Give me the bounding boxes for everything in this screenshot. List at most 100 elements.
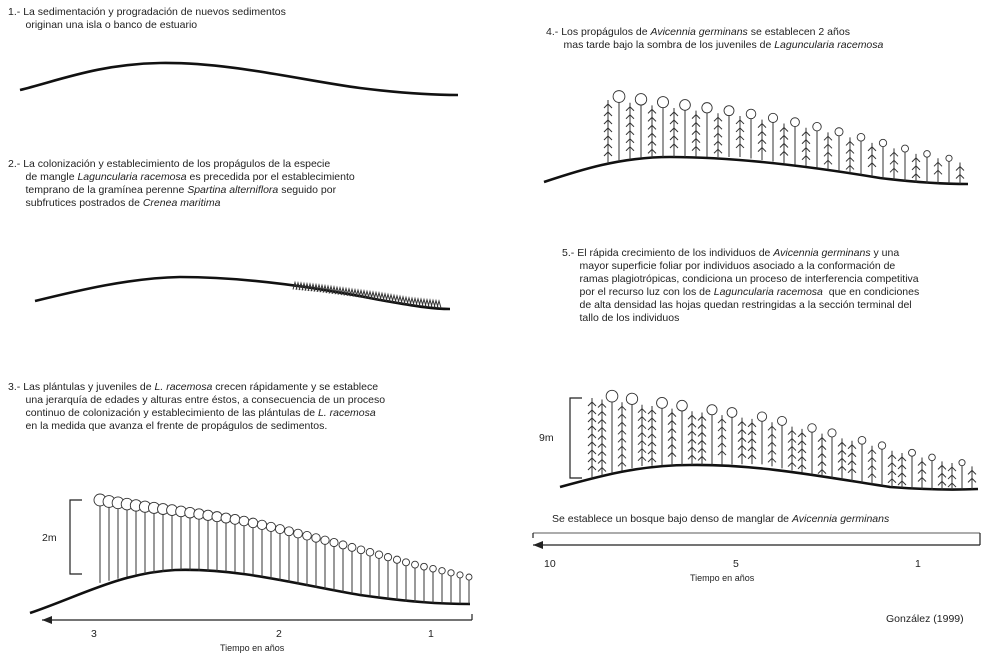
tree-branch	[897, 464, 907, 470]
tree-branch	[617, 437, 627, 443]
tree-branch	[647, 449, 657, 455]
tree-branch	[845, 140, 855, 146]
time-tick-10: 10	[544, 558, 556, 570]
tree-branch	[889, 151, 899, 157]
tree-branch	[747, 438, 757, 444]
tree-branch	[737, 428, 747, 434]
tree-crown	[383, 553, 393, 562]
species-name: L. racemosa	[317, 407, 376, 419]
tree-branch	[747, 430, 757, 436]
tree-crown	[807, 423, 817, 433]
tree-branch	[697, 455, 707, 461]
species-name: Laguncularia racemosa	[774, 39, 884, 51]
tree-branch	[847, 452, 857, 458]
tree-branch	[717, 450, 727, 456]
tree-branch	[911, 157, 921, 163]
tree-branch	[897, 480, 907, 486]
step-5-line-4-end: que en condiciones	[822, 286, 920, 298]
tree-crown	[857, 436, 867, 445]
tree-branch	[647, 148, 657, 154]
tree-branch	[787, 453, 797, 459]
time-tick-5: 5	[733, 558, 739, 570]
tree-branch	[823, 151, 833, 157]
tree-branch	[597, 442, 607, 448]
tree-branch	[797, 464, 807, 470]
tree-branch	[647, 140, 657, 146]
tree-branch	[691, 129, 701, 135]
tree-crown	[438, 567, 446, 575]
grass-tuft	[436, 299, 442, 309]
species-name: Avicennia germinans	[791, 513, 890, 525]
time-tick-1: 1	[428, 628, 434, 640]
tree-branch	[669, 143, 679, 149]
tree-branch	[647, 116, 657, 122]
tree-branch	[587, 425, 597, 431]
tree-branch	[897, 472, 907, 478]
species-name: Laguncularia racemosa	[713, 286, 823, 298]
species-name: Avicennia germinans	[773, 247, 871, 259]
tree-branch	[737, 420, 747, 426]
tree-branch	[691, 137, 701, 143]
tree-branch	[697, 447, 707, 453]
tree-branch	[757, 130, 767, 136]
tree-crown	[456, 571, 464, 579]
step-4-line-1-end: se establecen 2 años	[747, 26, 850, 38]
tree-branch	[867, 154, 877, 160]
tree-branch	[597, 418, 607, 424]
tree-branch	[735, 143, 745, 149]
tree-branch	[687, 430, 697, 436]
tree-branch	[687, 422, 697, 428]
time-axis-left: 3 2 1 Tiempo en años	[42, 614, 473, 653]
tree-branch	[647, 124, 657, 130]
tree-branch	[837, 465, 847, 471]
tree-branch	[787, 461, 797, 467]
step-5-line-5: de alta densidad las hojas quedan restri…	[579, 299, 912, 311]
tree-crown	[402, 558, 410, 567]
step-1-line-1: La sedimentación y progradación de nuevo…	[23, 6, 286, 18]
tree-branch	[837, 441, 847, 447]
tree-branch	[779, 142, 789, 148]
tree-branch	[787, 429, 797, 435]
tree-branch	[737, 436, 747, 442]
tree-crown	[676, 399, 688, 412]
step-1-line-2: originan una isla o banco de estuario	[25, 19, 198, 31]
tree-branch	[667, 419, 677, 425]
tree-crown	[701, 102, 713, 114]
step-3-line-4: en la medida que avanza el frente de pro…	[25, 420, 328, 432]
tree-branch	[625, 138, 635, 144]
tree-branch	[687, 454, 697, 460]
tree-branch	[779, 134, 789, 140]
tree-crown	[612, 90, 626, 103]
tree-crown	[392, 555, 402, 564]
tree-branch	[955, 165, 965, 171]
tree-branch	[625, 146, 635, 152]
tree-crown	[311, 533, 321, 543]
tree-branch	[887, 478, 897, 484]
tree-branch	[697, 423, 707, 429]
tree-branch	[847, 468, 857, 474]
tree-branch	[667, 411, 677, 417]
step-3-line-1: Las plántulas y juveniles de	[23, 381, 155, 393]
step-3-text: 3.- Las plántulas y juveniles de L. race…	[8, 381, 385, 433]
tree-branch	[817, 460, 827, 466]
tree-crown	[928, 453, 936, 462]
tree-branch	[887, 470, 897, 476]
tree-branch	[625, 114, 635, 120]
tree-branch	[669, 127, 679, 133]
tree-branch	[587, 433, 597, 439]
tree-branch	[687, 438, 697, 444]
tree-crown	[247, 517, 259, 529]
step-4-number: 4.-	[546, 26, 559, 38]
tree-crown	[901, 144, 909, 153]
tree-crown	[723, 105, 735, 117]
tree-branch	[735, 127, 745, 133]
tree-branch	[747, 454, 757, 460]
tree-branch	[647, 457, 657, 463]
tree-branch	[801, 139, 811, 145]
tree-branch	[597, 410, 607, 416]
final-stage-text: Se establece un bosque bajo denso de man…	[552, 513, 889, 526]
tree-branch	[637, 447, 647, 454]
tree-branch	[713, 140, 723, 146]
height-label-2m: 2m	[42, 532, 57, 544]
step-5-line-1-end: y una	[870, 247, 900, 259]
